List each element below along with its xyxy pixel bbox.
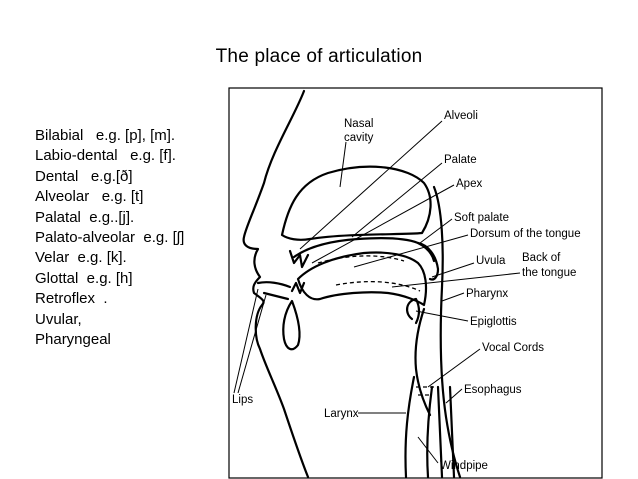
- pharynx-front-wall: [414, 307, 432, 417]
- place-dental: Dental e.g.[ð]: [35, 167, 133, 185]
- place-alveolar: Alveolar e.g. [t]: [35, 188, 144, 206]
- pointer-soft-palate: [419, 218, 453, 244]
- pointer-vocal-cords: [427, 348, 481, 388]
- epiglottis-shape: [406, 297, 421, 325]
- label-dorsum: Dorsum of the tongue: [470, 228, 581, 240]
- label-larynx: Larynx: [324, 408, 359, 420]
- label-esophagus: Esophagus: [464, 384, 522, 396]
- label-epiglottis: Epiglottis: [470, 316, 517, 328]
- label-alveoli: Alveoli: [444, 110, 478, 122]
- pointer-apex: [311, 184, 455, 264]
- pointer-nasal: [339, 141, 347, 188]
- label-palate: Palate: [444, 154, 477, 166]
- lower-lip: [262, 291, 290, 301]
- jaw-outline: [282, 299, 301, 351]
- label-uvula: Uvula: [476, 255, 506, 267]
- place-palatal: Palatal e.g..[j].: [35, 208, 135, 226]
- label-back-of-tongue-2: the tongue: [522, 267, 576, 279]
- place-uvular: Uvular,: [35, 310, 82, 328]
- face-profile: [242, 89, 310, 479]
- place-velar: Velar e.g. [k].: [35, 249, 127, 267]
- trachea: [404, 375, 434, 479]
- esophagus-tube: [436, 385, 456, 479]
- place-glottal: Glottal e.g. [h]: [35, 269, 133, 287]
- place-labio-dental: Labio-dental e.g. [f].: [35, 147, 176, 165]
- label-lips: Lips: [232, 394, 253, 406]
- tongue-outline: [296, 251, 428, 307]
- palate-outline: [292, 237, 436, 263]
- pointer-lips-2: [237, 294, 267, 394]
- diagram-frame: [228, 87, 603, 479]
- place-pharyngeal: Pharyngeal: [35, 331, 111, 349]
- label-pharynx: Pharynx: [466, 288, 508, 300]
- pointer-back: [391, 272, 521, 288]
- place-retroflex: Retroflex .: [35, 290, 108, 308]
- pointer-epiglottis: [415, 310, 469, 322]
- pointer-uvula: [431, 262, 475, 278]
- vocal-cord-zone: [416, 386, 434, 396]
- nasal-cavity-outline: [280, 165, 432, 241]
- label-windpipe: Windpipe: [440, 460, 488, 472]
- dorsum-zone: [317, 255, 405, 264]
- label-apex: Apex: [456, 178, 482, 190]
- label-nasal-cavity-1: Nasal: [344, 118, 373, 130]
- pointer-lips-1: [233, 288, 259, 394]
- back-zone: [335, 280, 421, 292]
- pointer-esophagus: [445, 388, 463, 404]
- label-back-of-tongue-1: Back of: [522, 252, 561, 264]
- slide-title: The place of articulation: [215, 46, 423, 67]
- vocal-tract-diagram: Nasal cavity Alveoli Palate Apex Soft pa…: [228, 87, 603, 479]
- places-of-articulation-list: Bilabial e.g. [p], [m]. Labio-dental e.g…: [35, 126, 184, 350]
- pointer-palate: [351, 162, 443, 238]
- pointer-pharynx: [441, 292, 465, 302]
- label-vocal-cords: Vocal Cords: [482, 342, 544, 354]
- pointer-alveoli: [299, 120, 443, 250]
- place-palato-alveolar: Palato-alveolar e.g. [ʃ]: [35, 229, 185, 247]
- label-soft-palate: Soft palate: [454, 212, 509, 224]
- pointer-dorsum: [353, 234, 469, 268]
- place-bilabial: Bilabial e.g. [p], [m].: [35, 127, 176, 144]
- pointer-windpipe: [417, 436, 439, 464]
- label-nasal-cavity-2: cavity: [344, 132, 374, 144]
- upper-lip: [256, 281, 292, 289]
